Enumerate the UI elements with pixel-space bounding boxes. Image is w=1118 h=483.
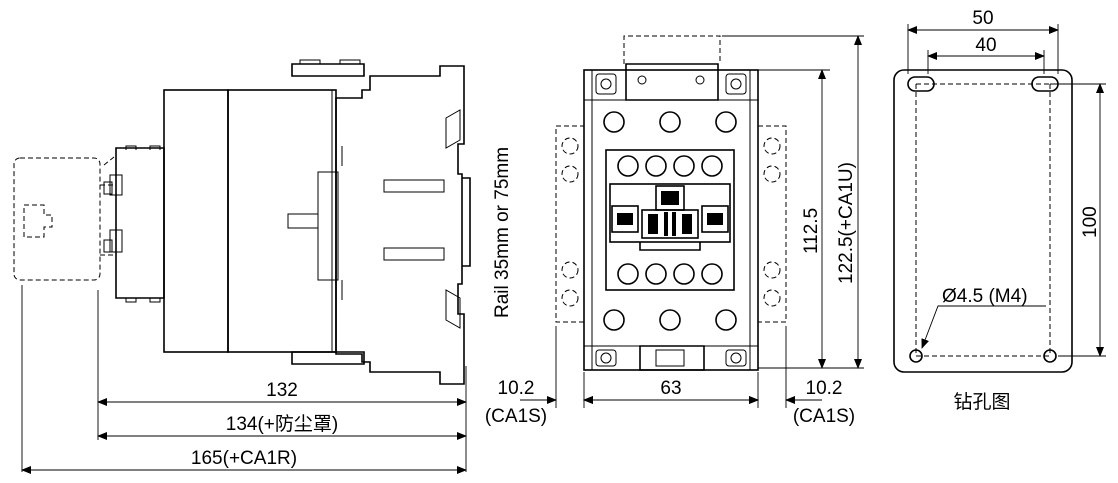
bottom-terminal bbox=[291, 351, 365, 365]
dim-50-label: 50 bbox=[972, 8, 993, 29]
side-dimensions: 132 134(+防尘罩) 165(+CA1R) Rail 35mm or 75… bbox=[21, 147, 513, 474]
hole-bottom-left bbox=[909, 349, 923, 363]
dim-left-102-label: 10.2 bbox=[498, 378, 535, 399]
hole-bottom-right bbox=[1043, 349, 1057, 363]
ca1u-outline bbox=[623, 35, 721, 64]
main-body-middle bbox=[227, 89, 337, 353]
rail-label: Rail 35mm or 75mm bbox=[492, 147, 513, 318]
ca1r-latch bbox=[23, 204, 53, 238]
drill-caption: 钻孔图 bbox=[953, 391, 1010, 413]
right-ca1s-label: (CA1S) bbox=[793, 406, 855, 427]
main-terminals bbox=[603, 111, 737, 331]
right-ca1s-outline bbox=[757, 125, 787, 323]
dim-1225-label: 122.5(+CA1U) bbox=[836, 162, 857, 284]
hole-diameter-label: Ø4.5 (M4) bbox=[942, 286, 1028, 307]
dim-165-label: 165(+CA1R) bbox=[191, 448, 297, 469]
ca1r-accessory-outline bbox=[13, 157, 101, 281]
dim-1125-label: 112.5 bbox=[801, 208, 822, 254]
hole-leader bbox=[921, 305, 1046, 349]
top-tab bbox=[625, 63, 719, 101]
aux-window bbox=[609, 183, 731, 243]
main-body-front bbox=[163, 89, 229, 353]
left-ca1s-label: (CA1S) bbox=[485, 406, 547, 427]
dim-132-label: 132 bbox=[266, 380, 298, 401]
front-dimensions: 10.2 (CA1S) 63 10.2 (CA1S) 112.5 122.5(+… bbox=[485, 35, 864, 427]
dim-40-label: 40 bbox=[975, 35, 996, 56]
auxiliary-block bbox=[115, 147, 165, 299]
side-view bbox=[13, 59, 471, 385]
left-ca1s-outline bbox=[555, 125, 585, 323]
bottom-tab bbox=[639, 345, 705, 371]
dim-134-label: 134(+防尘罩) bbox=[226, 413, 338, 435]
slot-top-left bbox=[907, 76, 935, 92]
aux-panel bbox=[605, 149, 735, 291]
dim-100-label: 100 bbox=[1080, 206, 1101, 238]
dim-63-label: 63 bbox=[660, 378, 681, 399]
front-view bbox=[555, 35, 787, 371]
dim-right-102-label: 10.2 bbox=[806, 378, 843, 399]
top-terminal bbox=[291, 63, 365, 77]
mounting-plate bbox=[893, 69, 1073, 373]
rear-mount bbox=[335, 65, 465, 385]
din-rail bbox=[462, 177, 471, 267]
drill-plate: 50 40 100 Ø4.5 (M4) 钻孔图 bbox=[893, 8, 1106, 413]
